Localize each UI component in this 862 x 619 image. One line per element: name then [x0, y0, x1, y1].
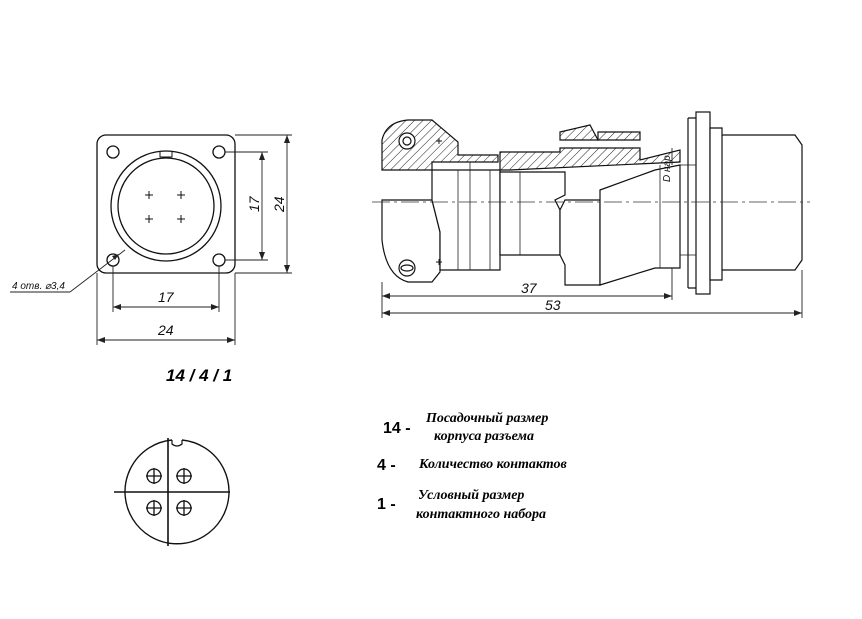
dim-side-length-outer: 53	[545, 297, 561, 313]
nut-section	[559, 124, 599, 141]
screw-top	[398, 132, 416, 150]
legend-number-2: 4 -	[377, 457, 396, 474]
rear-shell	[599, 164, 681, 286]
receptacle-body	[709, 127, 803, 281]
cap-section	[381, 119, 499, 171]
shell-outer-circle	[110, 150, 222, 262]
front-dimensions	[10, 134, 292, 345]
side-dim-arrows	[382, 293, 802, 316]
contact-marks	[145, 191, 185, 223]
dim-front-width-outer: 24	[157, 322, 174, 338]
legend-number-1: 14 -	[383, 420, 411, 437]
flange-outline	[96, 134, 236, 274]
side-detail-lines	[457, 162, 696, 270]
legend-text-2a: Количество контактов	[419, 457, 567, 472]
mounting-hole	[106, 145, 120, 159]
hole-callout: 4 отв. ⌀3,4	[12, 281, 65, 292]
legend-text-1b: корпуса разъема	[434, 429, 535, 444]
front-dim-arrows	[97, 135, 290, 343]
diameter-label: D нар	[662, 155, 673, 182]
insert-body	[431, 169, 501, 271]
panel-flange	[695, 111, 711, 295]
legend-text-3a: Условный размер	[418, 488, 525, 503]
layout-contacts	[146, 468, 192, 516]
dim-front-height-outer: 24	[271, 196, 287, 213]
dim-front-height-inner: 17	[246, 195, 262, 212]
pin-symbols	[436, 138, 442, 265]
legend-text-3b: контактного набора	[416, 507, 547, 522]
side-view	[381, 111, 803, 295]
screw-bottom	[398, 259, 416, 277]
mounting-hole	[212, 253, 226, 267]
dim-front-width-inner: 17	[158, 289, 175, 305]
layout-circle	[124, 439, 230, 545]
front-view	[96, 134, 236, 274]
rear-body	[559, 199, 601, 286]
nut-section-2	[597, 131, 641, 141]
designation-code: 14 / 4 / 1	[166, 366, 233, 385]
legend-text-1a: Посадочный размер	[426, 411, 549, 426]
dim-side-length-inner: 37	[521, 280, 538, 296]
shell-inner-circle	[117, 157, 215, 255]
sleeve-section	[499, 147, 681, 171]
side-dimensions	[381, 148, 803, 318]
mounting-hole	[212, 145, 226, 159]
flange-inner	[687, 117, 696, 289]
contact-layout	[114, 438, 230, 546]
contact-body	[499, 171, 566, 256]
legend-number-3: 1 -	[377, 496, 396, 513]
